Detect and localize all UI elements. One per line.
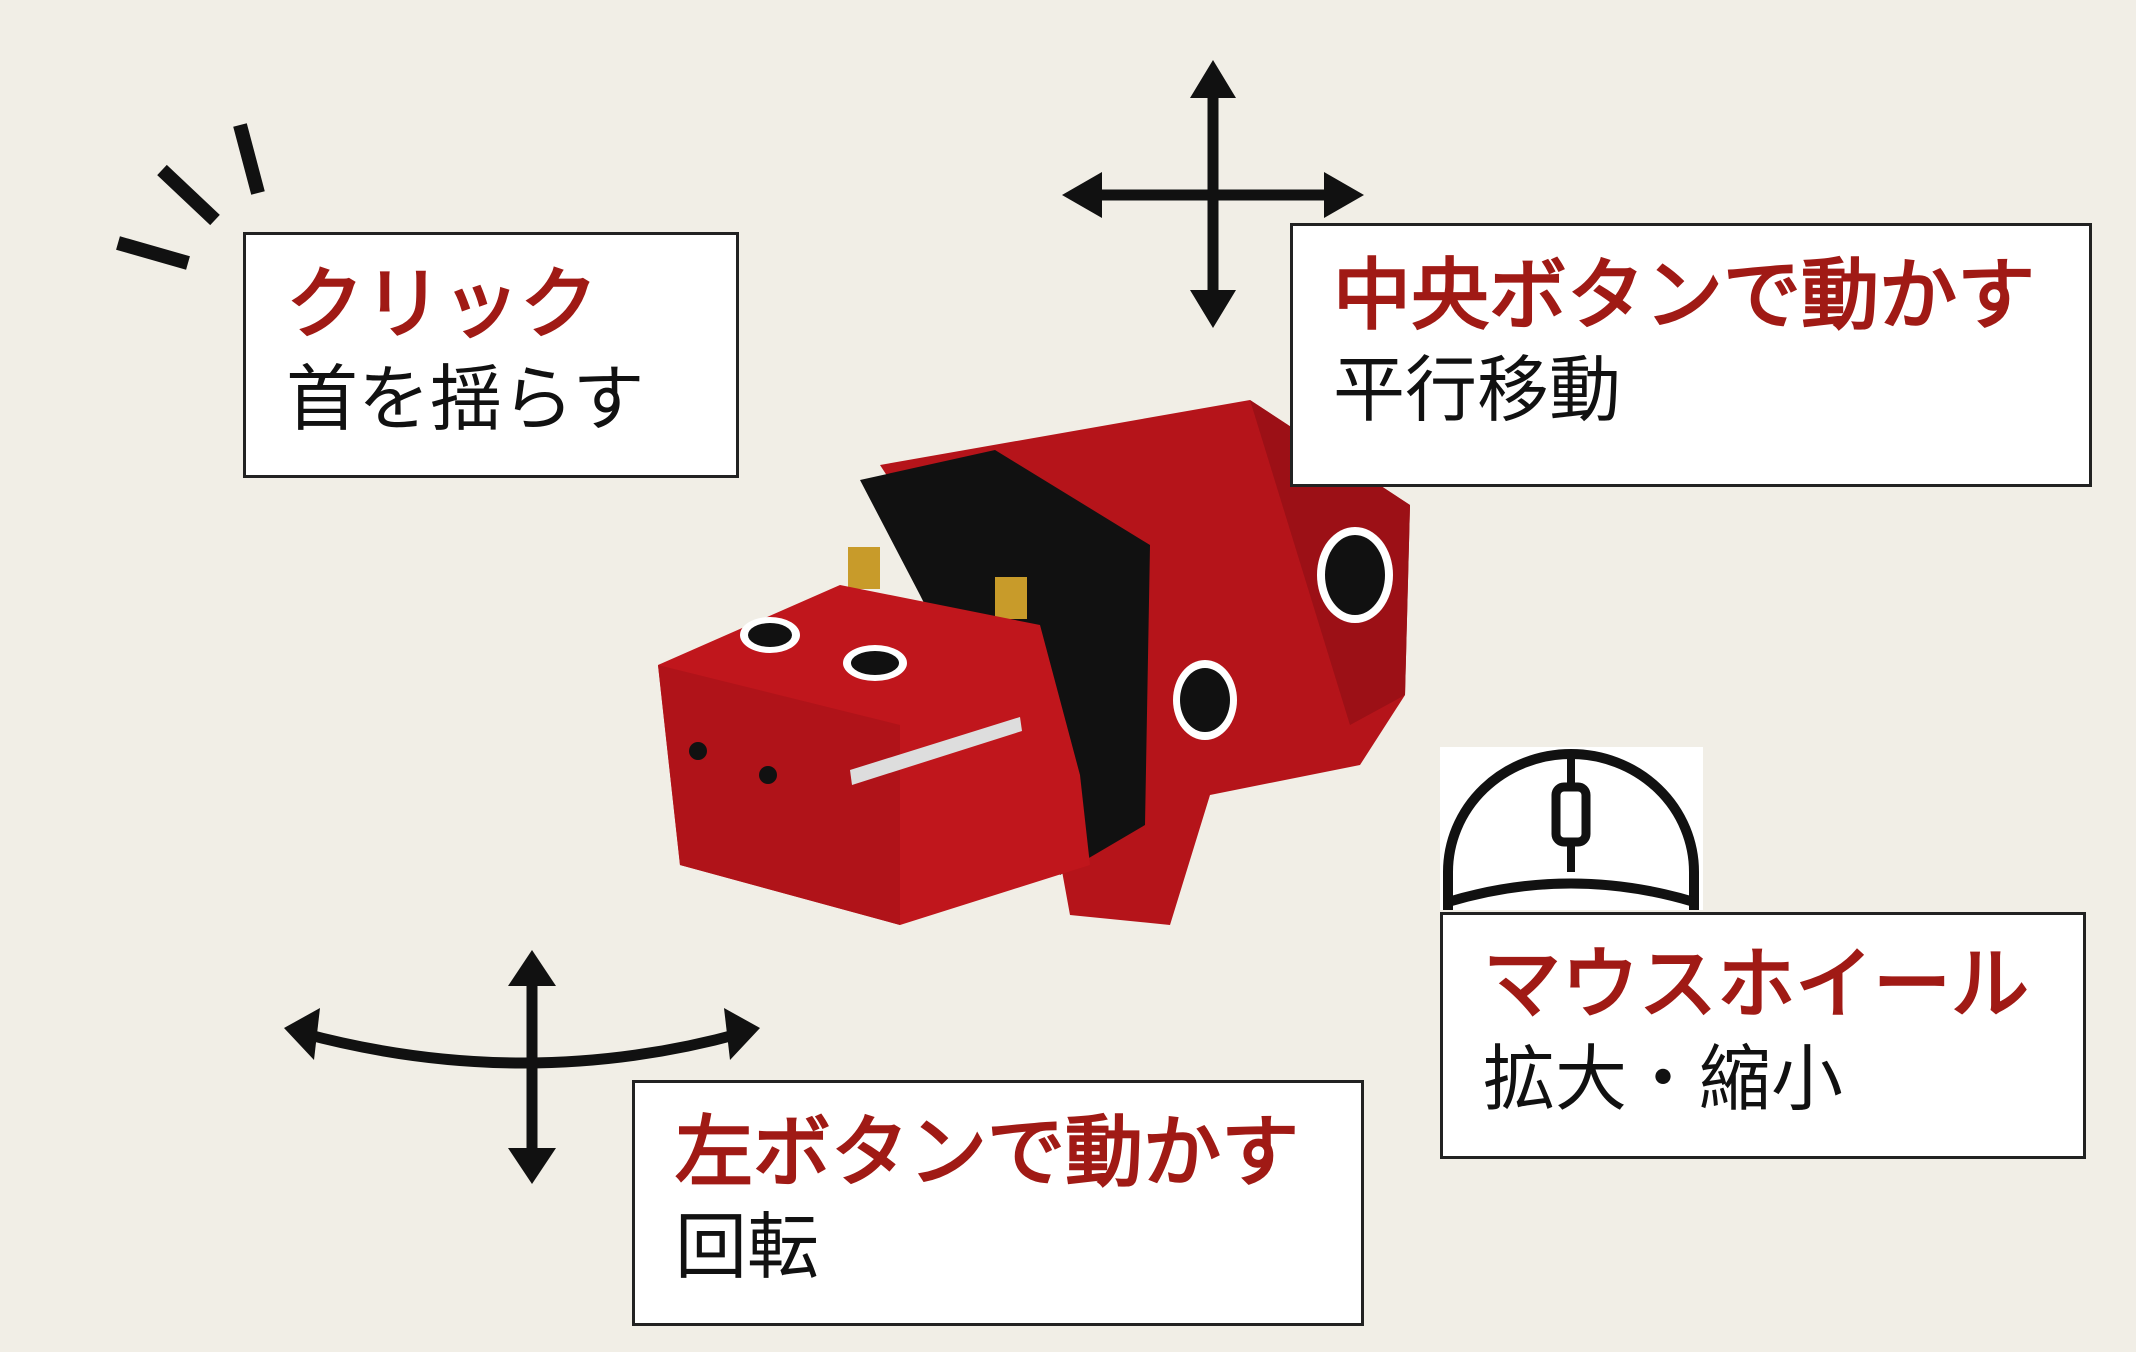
wheel-instruction-box: マウスホイール 拡大・縮小 xyxy=(1440,912,2086,1159)
middle-button-instruction-box: 中央ボタンで動かす 平行移動 xyxy=(1290,223,2092,487)
left-button-title: 左ボタンで動かす xyxy=(675,1108,1300,1198)
click-burst-icon xyxy=(116,123,265,270)
akabeko-cow-model xyxy=(658,400,1410,925)
middle-button-description: 平行移動 xyxy=(1333,348,1622,432)
left-button-instruction-box: 左ボタンで動かす 回転 xyxy=(632,1080,1364,1326)
wheel-description: 拡大・縮小 xyxy=(1483,1037,1844,1121)
left-button-description: 回転 xyxy=(675,1205,820,1289)
click-instruction-box: クリック 首を揺らす xyxy=(243,232,739,478)
click-description: 首を揺らす xyxy=(286,357,645,441)
wheel-title: マウスホイール xyxy=(1483,940,2030,1030)
middle-button-title: 中央ボタンで動かす xyxy=(1333,251,2036,341)
click-title: クリック xyxy=(286,260,599,350)
pan-arrows-icon xyxy=(1062,60,1364,328)
mouse-wheel-icon xyxy=(1440,747,1703,910)
rotate-arrows-icon xyxy=(284,950,760,1184)
